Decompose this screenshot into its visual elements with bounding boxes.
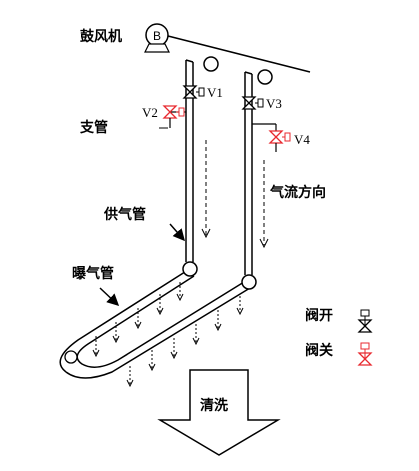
aeration-u-pipe xyxy=(59,269,251,379)
label-aeration-pipe: 曝气管 xyxy=(72,266,114,282)
valve-v1 xyxy=(182,85,205,99)
main-header-pipe xyxy=(167,35,311,73)
flow-arrow-left-pipe xyxy=(201,140,211,239)
valve-label-v2: V2 xyxy=(142,105,158,120)
valve-label-v3: V3 xyxy=(266,96,282,111)
label-airflow-direction: 气流方向 xyxy=(270,185,326,201)
cleaning-arrow xyxy=(157,369,281,456)
legend-valve-closed-icon xyxy=(357,342,373,366)
blower-symbol: B xyxy=(153,29,161,43)
junction-left xyxy=(203,56,219,72)
blower xyxy=(144,23,170,53)
junction-bottom-left xyxy=(182,261,198,277)
label-supply-pipe: 供气管 xyxy=(104,207,146,223)
junction-bottom-right xyxy=(241,274,257,290)
valve-label-v4: V4 xyxy=(294,132,310,147)
valve-v3 xyxy=(241,96,264,110)
valve-v2 xyxy=(159,105,185,129)
valve-v4 xyxy=(268,130,291,152)
legend-valve-closed-label: 阀关 xyxy=(305,343,333,359)
valve-label-v1: V1 xyxy=(207,85,223,100)
label-branch-pipe: 支管 xyxy=(80,120,108,136)
legend-valve-open-label: 阀开 xyxy=(305,308,333,324)
legend-valve-open-icon xyxy=(357,309,373,333)
label-cleaning: 清洗 xyxy=(200,398,228,414)
supply-pipe-pointer xyxy=(169,223,185,242)
drain-circle xyxy=(64,350,78,364)
label-blower: 鼓风机 xyxy=(80,29,122,45)
junction-right xyxy=(257,69,273,85)
aeration-arrows xyxy=(92,282,244,388)
aeration-pipe-pointer xyxy=(99,287,120,307)
flow-arrow-right-pipe xyxy=(259,160,269,249)
